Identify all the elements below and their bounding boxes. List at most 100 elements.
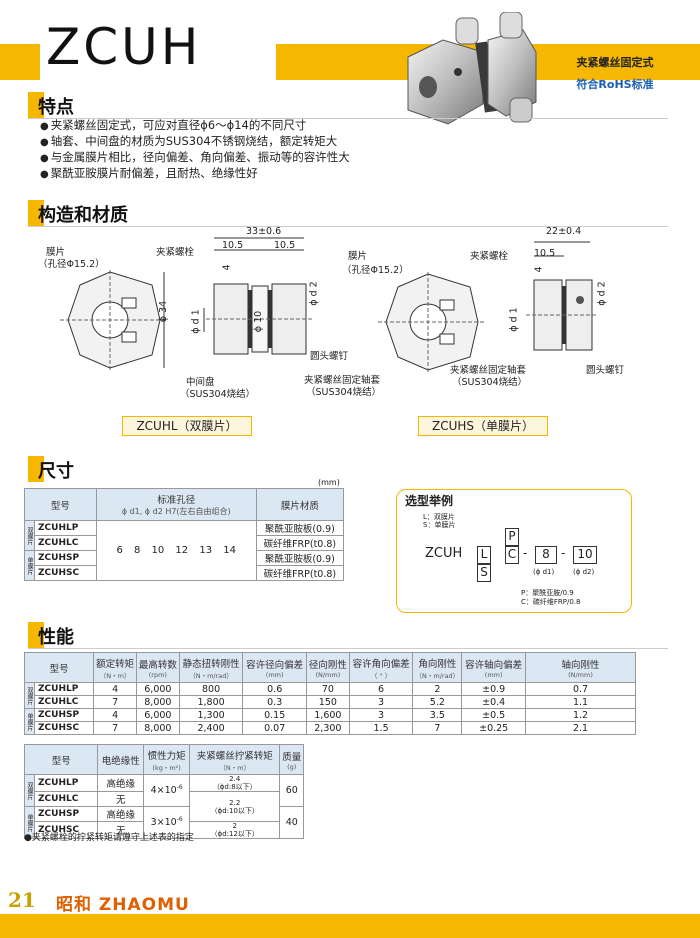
inertia-value: 4×10 <box>150 785 177 797</box>
d1-label: (ϕ d1) <box>533 568 555 576</box>
col-unit: （N・m/rad） <box>189 671 233 680</box>
inertia-cell: 4×10-6 <box>143 774 191 807</box>
col-header: 额定转矩（N・m） <box>93 652 137 683</box>
inertia-value: 3×10 <box>150 817 177 829</box>
material-cell: 聚酰亚胺板(0.9) <box>255 520 345 536</box>
value-cell: 3 <box>348 708 414 722</box>
model-cell: ZCUHLC <box>34 535 97 551</box>
product-photo <box>407 12 537 125</box>
model-cell: ZCUHLP <box>33 774 99 792</box>
label-diaphragm: 膜片 <box>348 251 368 262</box>
brand-en: ZHAOMU <box>98 895 190 915</box>
option-s: S <box>477 564 491 582</box>
model-cell: ZCUHLC <box>33 695 95 709</box>
insulation-cell: 高绝缘 <box>97 774 145 792</box>
col-title: 质量 <box>282 751 302 763</box>
col-header: 轴向刚性(N/mm) <box>525 652 636 683</box>
row-group-label: 单膜片 <box>24 550 35 581</box>
col-unit: (mm) <box>484 670 503 679</box>
dim-d2: ϕ d 2 <box>596 281 608 306</box>
label-round-screw: 圆头螺钉 <box>310 351 349 362</box>
list-item: 与金属膜片相比，径向偏差、角向偏差、振动等的容许性大 <box>40 150 350 166</box>
col-header: 容许角向偏差（ ° ） <box>348 652 414 683</box>
torque-cell: 2.4（ϕd:8以下） <box>189 774 281 792</box>
row-group-label: 单膜片 <box>24 708 35 735</box>
label-clamp-bolt: 夹紧螺栓 <box>156 247 195 258</box>
col-unit: （N・m） <box>219 763 251 772</box>
value-cell: 150 <box>305 695 350 709</box>
brand-logo: 昭和 ZHAOMU <box>56 890 190 915</box>
side-view-drawing <box>203 237 312 355</box>
col-unit: (N/mm) <box>315 670 341 679</box>
feature-list: 夹紧螺丝固定式，可应对直径ϕ6～ϕ14的不同尺寸 轴套、中间盘的材质为SUS30… <box>40 118 350 182</box>
label-clamp-sleeve: 夹紧螺丝固定轴套 <box>450 365 527 376</box>
col-title: 惯性力矩 <box>147 750 186 762</box>
dim-d2: ϕ d 2 <box>308 281 320 306</box>
bore-values: 6 8 10 12 13 14 <box>95 520 257 581</box>
col-unit: （N・m/rad） <box>415 671 460 680</box>
col-unit: （N・m） <box>99 671 131 680</box>
col-header: 容许轴向偏差(mm) <box>461 652 526 683</box>
value-cell: 8,000 <box>135 721 180 735</box>
dim-d1: ϕ d 1 <box>508 307 520 332</box>
value-cell: 2.1 <box>525 721 636 735</box>
value-cell: 8,000 <box>135 695 180 709</box>
material-cell: 聚酰亚胺板(0.9) <box>255 550 345 566</box>
col-title: 角向刚性 <box>418 658 457 670</box>
front-view-drawing <box>60 270 168 370</box>
col-unit: (kg・m²) <box>152 763 181 772</box>
caption-zcuhl: ZCUHL（双膜片） <box>122 416 252 436</box>
dim-d1: ϕ d 1 <box>190 309 202 334</box>
model-cell: ZCUHLC <box>33 791 99 807</box>
label-diaphragm: 膜片 <box>46 247 66 258</box>
col-unit: (g) <box>287 762 297 771</box>
value-cell: 3 <box>348 695 414 709</box>
material-cell: 碳纤维FRP(t0.8) <box>255 565 345 581</box>
value-cell: 2 <box>412 682 463 696</box>
list-item: 聚酰亚胺膜片耐偏差，且耐热、绝缘性好 <box>40 166 350 182</box>
value-cell: 5.2 <box>412 695 463 709</box>
value-cell: 0.6 <box>242 682 307 696</box>
caption-zcuhs: ZCUHS（单膜片） <box>418 416 548 436</box>
value-cell: 4 <box>93 708 137 722</box>
dash: - <box>561 546 566 560</box>
col-header: 最高转数(rpm) <box>135 652 180 683</box>
table-row: 单膜片 ZCUHSP 高绝缘 3×10-6 40 <box>24 806 304 839</box>
torque-note: （ϕd:12以下） <box>210 830 259 838</box>
dim-b: 10.5 <box>274 240 296 251</box>
performance-table-2: 型号 电绝缘性 惯性力矩(kg・m²) 夹紧螺丝拧紧转矩（N・m） 质量(g) … <box>23 744 304 839</box>
insulation-cell: 高绝缘 <box>97 806 145 822</box>
page-number: 21 <box>8 888 36 912</box>
insulation-cell: 无 <box>97 821 145 839</box>
col-title: 静态扭转刚性 <box>182 658 240 670</box>
label-hole: （孔径Φ15.2） <box>38 259 105 270</box>
mass-cell: 60 <box>279 774 304 807</box>
d1-value: 8 <box>535 546 557 564</box>
row-group-label: 双膜片 <box>24 774 35 807</box>
value-cell: 2,400 <box>178 721 244 735</box>
model-cell: ZCUHSP <box>33 708 95 722</box>
col-header: 质量(g) <box>279 744 304 775</box>
label-clamp-sleeve-material: （SUS304烧结） <box>452 377 528 388</box>
dim-a: 10.5 <box>534 248 556 259</box>
page-title: ZCUH <box>46 18 202 76</box>
col-header: 型号 <box>23 652 95 683</box>
col-header: 型号 <box>24 488 97 521</box>
example-title: 选型举例 <box>405 494 454 508</box>
note-l: L：双膜片 <box>423 513 455 521</box>
col-title: 容许径向偏差 <box>246 659 304 671</box>
value-cell: 0.7 <box>525 682 636 696</box>
table-row: ZCUHLC 碳纤维FRP(t0.8) <box>25 535 345 551</box>
value-cell: 1,300 <box>178 708 244 722</box>
table-row: ZCUHSC 碳纤维FRP(t0.8) <box>25 565 345 581</box>
list-item: 轴套、中间盘的材质为SUS304不锈钢烧结，额定转矩大 <box>40 134 350 150</box>
model-cell: ZCUHLP <box>33 682 95 696</box>
option-c: C <box>505 546 519 564</box>
divider <box>28 648 668 649</box>
inertia-exp: -6 <box>176 816 183 824</box>
list-item: 夹紧螺丝固定式，可应对直径ϕ6～ϕ14的不同尺寸 <box>40 118 350 134</box>
col-bore-sub: ϕ d1, ϕ d2 H7(左右自由组合) <box>121 507 231 516</box>
value-cell: 800 <box>178 682 244 696</box>
